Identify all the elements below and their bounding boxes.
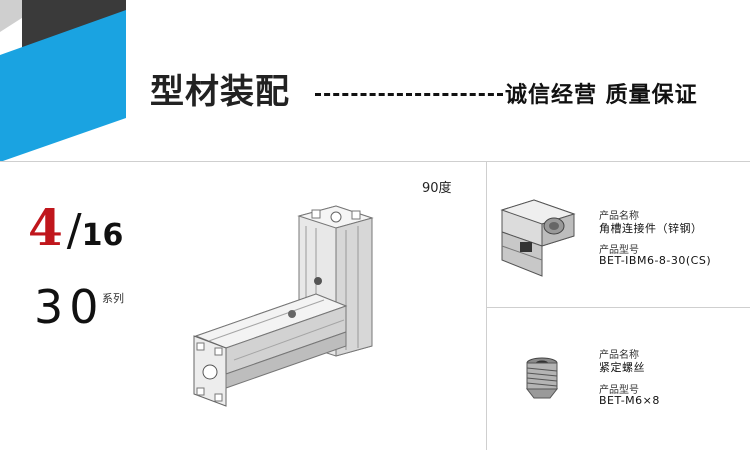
horizontal-divider (486, 307, 750, 308)
product-model: BET-IBM6-8-30(CS) (599, 254, 712, 267)
product-name-field: 产品名称 (599, 350, 639, 361)
profile-assembly-icon (193, 205, 374, 407)
corner-slot-connector-icon (500, 199, 576, 277)
angle-label: 90度 (422, 181, 452, 196)
product-model-field: 产品型号 (599, 385, 639, 396)
product-model-field: 产品型号 (599, 245, 639, 256)
page-indicator: 4/16 (28, 198, 123, 257)
page-total: 16 (81, 218, 124, 253)
header-banner: 型材装配 诚信经营 质量保证 (0, 0, 750, 162)
series-number: 30 (34, 280, 105, 334)
page-separator: / (66, 205, 82, 256)
product-model: BET-M6×8 (599, 394, 660, 407)
product-name: 角槽连接件（锌钢） (599, 222, 703, 235)
page-title: 型材装配 (150, 72, 290, 112)
header-divider (0, 161, 750, 162)
product-name-field: 产品名称 (599, 211, 639, 222)
banner-decoration (0, 0, 126, 162)
slogan: 诚信经营 质量保证 (505, 83, 698, 108)
title-dashes (315, 93, 503, 96)
page-current: 4 (28, 198, 63, 257)
series-label: 系列 (102, 292, 124, 305)
vertical-divider (486, 162, 487, 450)
set-screw-icon (525, 357, 559, 399)
product-name: 紧定螺丝 (599, 361, 645, 374)
